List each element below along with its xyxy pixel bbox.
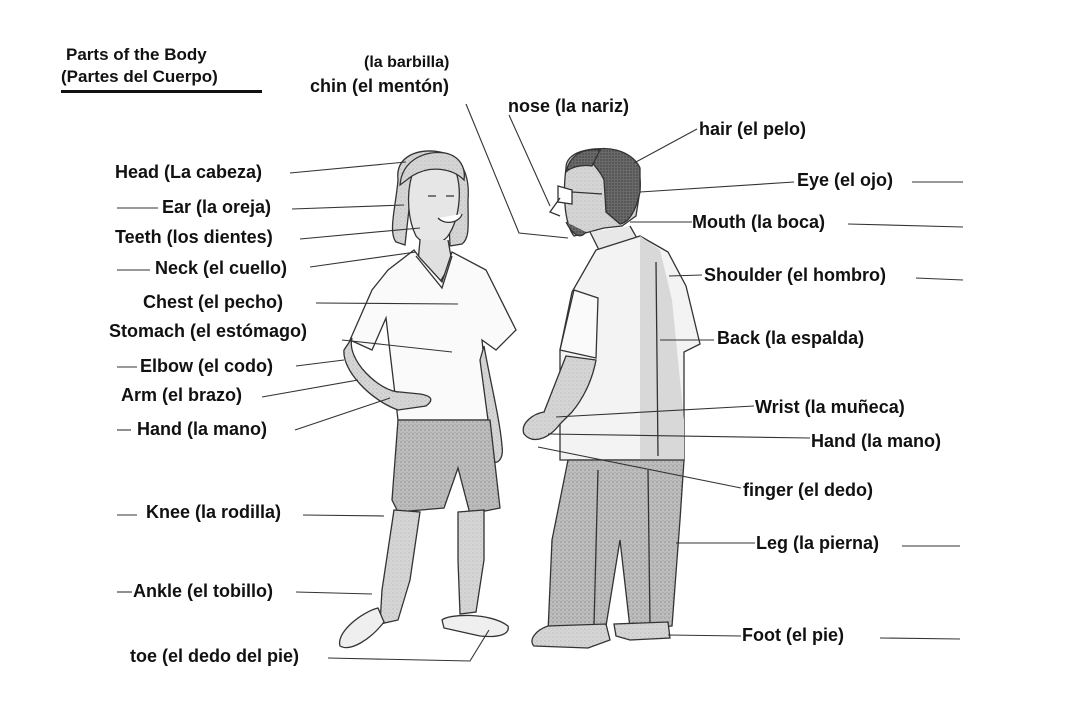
label-head: Head (La cabeza): [115, 162, 263, 182]
label-hair: hair (el pelo): [699, 119, 807, 139]
man-figure: [522, 147, 701, 649]
label-toe: toe (el dedo del pie): [130, 646, 300, 666]
label-eye: Eye (el ojo): [797, 170, 894, 190]
label-ear: Ear (la oreja): [162, 197, 272, 217]
label-chin: chin (el mentón): [310, 76, 449, 96]
label-hand-man: Hand (la mano): [811, 431, 942, 451]
label-knee: Knee (la rodilla): [146, 502, 282, 522]
label-nose: nose (la nariz): [508, 96, 630, 116]
label-stomach: Stomach (el estómago): [109, 321, 308, 341]
label-neck: Neck (el cuello): [155, 258, 288, 278]
title-underline: [61, 90, 262, 93]
label-back: Back (la espalda): [717, 328, 865, 348]
label-elbow: Elbow (el codo): [140, 356, 273, 376]
label-hand-woman: Hand (la mano): [137, 419, 268, 439]
label-foot: Foot (el pie): [742, 625, 844, 645]
title-english: Parts of the Body: [66, 45, 207, 64]
label-chest: Chest (el pecho): [143, 292, 284, 312]
label-teeth: Teeth (los dientes): [115, 227, 273, 247]
label-leg: Leg (la pierna): [756, 533, 880, 553]
label-chin-alt: (la barbilla): [364, 54, 450, 71]
label-arm: Arm (el brazo): [121, 385, 243, 405]
label-finger: finger (el dedo): [743, 480, 873, 500]
label-wrist: Wrist (la muñeca): [755, 397, 905, 417]
title-spanish: (Partes del Cuerpo): [61, 67, 218, 86]
leader-lines: [117, 103, 964, 662]
woman-figure: [339, 150, 517, 649]
label-shoulder: Shoulder (el hombro): [704, 265, 886, 285]
label-ankle: Ankle (el tobillo): [133, 581, 274, 601]
label-mouth: Mouth (la boca): [692, 212, 825, 232]
